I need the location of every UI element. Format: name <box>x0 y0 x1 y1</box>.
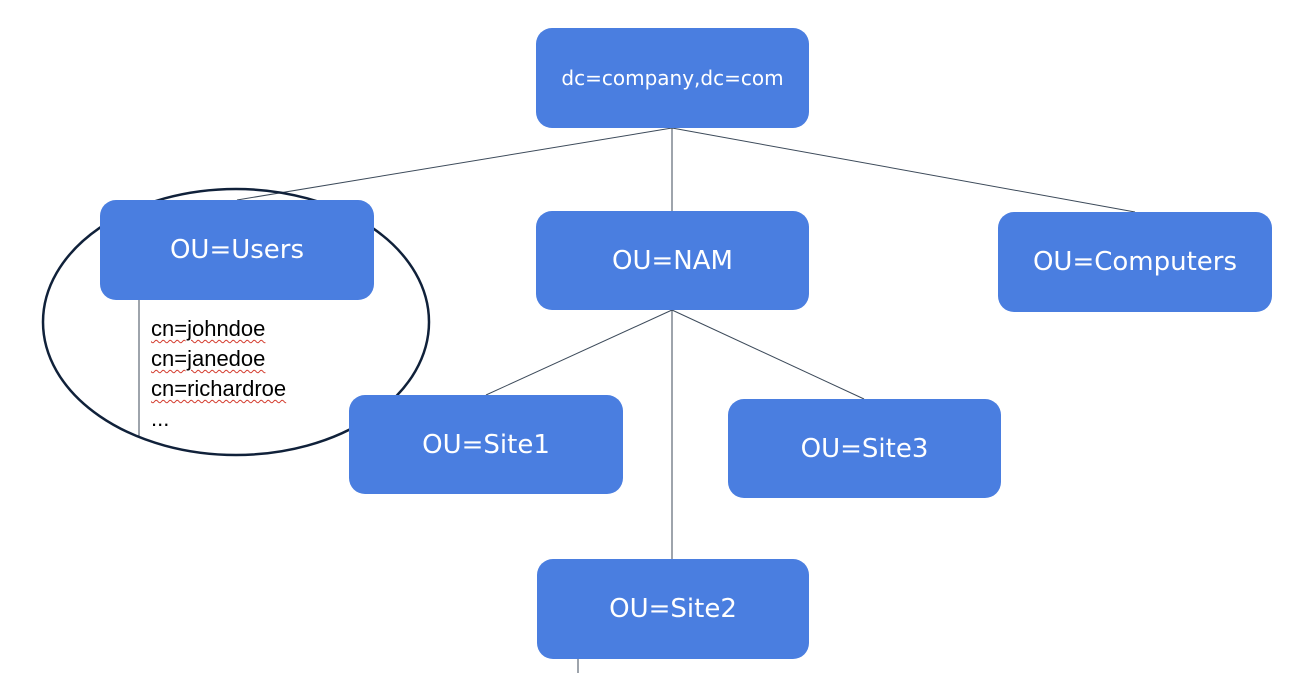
users-highlight-circle <box>41 187 431 457</box>
user-entry-janedoe[interactable]: cn=janedoe <box>151 346 266 371</box>
node-ou-nam-label: OU=NAM <box>612 245 733 276</box>
node-ou-site3[interactable]: OU=Site3 <box>728 399 1001 498</box>
connector-root-users <box>236 127 673 201</box>
node-ou-users-label: OU=Users <box>169 235 305 265</box>
node-ou-users[interactable]: OU=Users <box>100 200 374 300</box>
node-ou-site1-label: OU=Site1 <box>422 429 550 460</box>
node-ou-site1[interactable]: OU=Site1 <box>349 395 623 494</box>
node-ou-computers-label: OU=Computers <box>1032 247 1238 277</box>
node-root-label: dc=company,dc=com <box>561 66 784 90</box>
node-root[interactable]: dc=company,dc=com <box>536 28 809 128</box>
node-ou-nam[interactable]: OU=NAM <box>536 211 809 310</box>
node-ou-computers[interactable]: OU=Computers <box>998 212 1272 312</box>
node-ou-site2-label: OU=Site2 <box>609 594 737 624</box>
user-entry-richardroe[interactable]: cn=richardroe <box>151 376 287 401</box>
user-entry-johndoe[interactable]: cn=johndoe <box>151 316 266 341</box>
connector-root-computers <box>671 127 1136 213</box>
connector-nam-site3 <box>671 309 865 400</box>
node-ou-site2[interactable]: OU=Site2 <box>537 559 809 659</box>
node-ou-site3-label: OU=Site3 <box>800 433 929 464</box>
connector-nam-site1 <box>485 309 673 396</box>
user-entry-more: ... <box>151 406 170 431</box>
users-list: cn=johndoe cn=janedoe cn=richardroe ... <box>151 314 286 434</box>
